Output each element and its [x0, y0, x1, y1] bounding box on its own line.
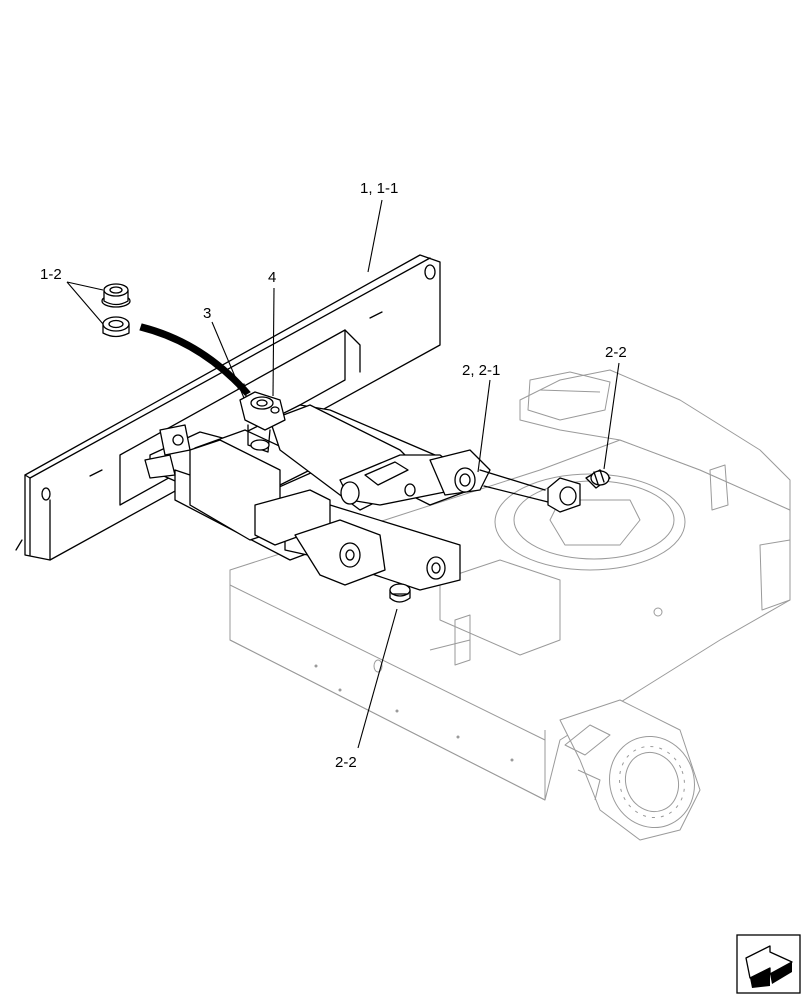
lift-cylinder-left	[189, 439, 386, 586]
dozer-blade	[15, 254, 441, 561]
bushing-1-2-top	[101, 283, 131, 308]
forward-arrow-icon	[736, 934, 801, 994]
callout-pin-3: 3	[203, 305, 211, 322]
pin-insertion-arrow	[139, 323, 251, 396]
callout-bushing-lower: 2-2	[335, 754, 357, 771]
leader-lines	[66, 199, 620, 749]
bushing-2-2-lower	[389, 583, 411, 603]
hydraulic-cylinder	[269, 404, 549, 511]
pin-assembly	[237, 383, 286, 453]
callout-cylinder: 2, 2-1	[462, 362, 500, 379]
callout-blade: 1, 1-1	[360, 180, 398, 197]
cylinder-end-bracket	[547, 477, 581, 513]
callout-bushing-upper: 1-2	[40, 266, 62, 283]
bushing-2-2-right	[585, 469, 611, 489]
callout-bushing-right: 2-2	[605, 344, 627, 361]
bushing-1-2-bottom	[102, 316, 130, 338]
callout-pin-4: 4	[268, 269, 276, 286]
